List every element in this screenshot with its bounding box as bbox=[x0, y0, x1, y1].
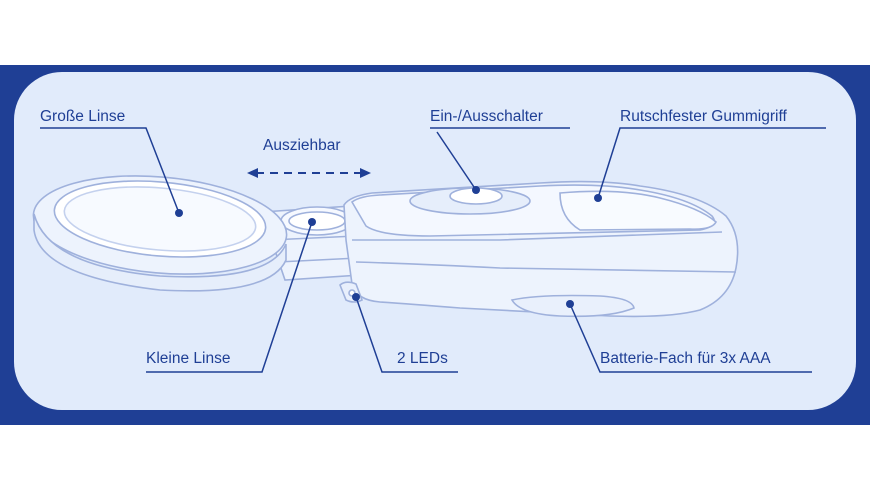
label-extendable: Ausziehbar bbox=[263, 137, 341, 154]
label-leds: 2 LEDs bbox=[397, 350, 448, 367]
callout-lines bbox=[40, 127, 826, 373]
callout-line-grip bbox=[597, 127, 826, 199]
callout-line-large-lens bbox=[40, 127, 180, 214]
magnifier-illustration bbox=[32, 175, 739, 318]
callout-line-battery bbox=[569, 303, 812, 373]
callout-line-switch-pointer bbox=[436, 131, 477, 191]
extend-arrow bbox=[247, 168, 371, 178]
label-large-lens: Große Linse bbox=[40, 108, 126, 125]
label-grip: Rutschfester Gummigriff bbox=[620, 108, 787, 125]
callout-line-leds bbox=[355, 296, 458, 373]
label-battery: Batterie-Fach für 3x AAA bbox=[600, 350, 771, 367]
callout-dots bbox=[175, 186, 602, 308]
callout-line-small-lens bbox=[146, 221, 313, 373]
label-small-lens: Kleine Linse bbox=[146, 350, 231, 367]
label-switch: Ein-/Ausschalter bbox=[430, 108, 543, 125]
